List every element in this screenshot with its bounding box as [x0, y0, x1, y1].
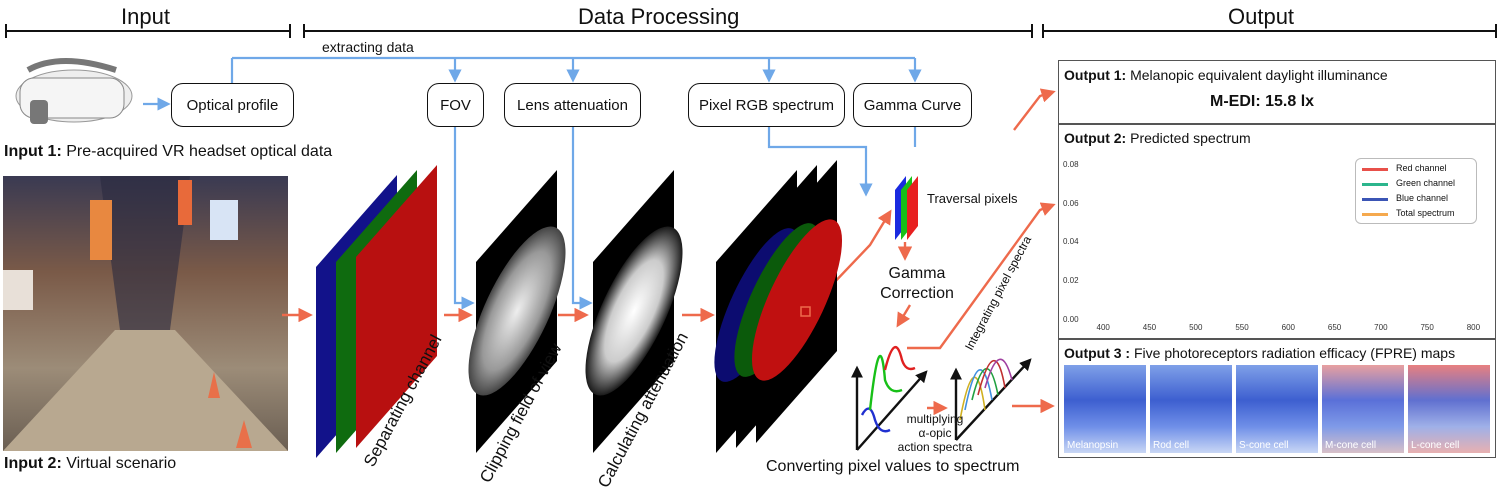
y-tick-label: 0.04 [1063, 237, 1079, 247]
input-1-tag: Input 1: [4, 143, 62, 160]
virtual-scene-image [3, 176, 288, 451]
fpre-map-label: Rod cell [1153, 440, 1190, 451]
multiplying-line-3: action spectra [897, 440, 973, 454]
y-tick-label: 0.00 [1063, 315, 1079, 324]
input-2-label: Input 2: Virtual scenario [4, 455, 176, 473]
legend-swatch [1362, 168, 1388, 171]
legend-swatch [1362, 183, 1388, 186]
multiplying-line-1: multiplying [906, 412, 964, 426]
legend-label: Red channel [1396, 163, 1447, 173]
output-2-title: Output 2: Predicted spectrum [1064, 130, 1251, 146]
m-edi-value: M-EDI: 15.8 lx [1210, 93, 1315, 110]
fpre-map-label: S-cone cell [1239, 440, 1289, 451]
x-tick-label: 400 [1096, 323, 1110, 332]
legend-label: Blue channel [1396, 193, 1449, 203]
clip-fov-stack [468, 170, 566, 453]
fpre-map-l-cone: L-cone cell [1407, 364, 1491, 454]
extracting-data-arrows [143, 56, 922, 310]
rgb-channel-stack [316, 165, 437, 458]
x-tick-label: 700 [1374, 323, 1388, 332]
fpre-map-label: L-cone cell [1411, 440, 1460, 451]
input-2-tag: Input 2: [4, 455, 62, 472]
fov-box: FOV [427, 83, 484, 127]
output-2-tag: Output 2: [1064, 130, 1127, 146]
input-2-text: Virtual scenario [66, 455, 177, 472]
header-rules [5, 24, 1497, 38]
gamma-curve-box: Gamma Curve [853, 83, 972, 127]
fpre-map-label: Melanopsin [1067, 440, 1119, 451]
input-1-text: Pre-acquired VR headset optical data [66, 143, 333, 160]
x-tick-label: 550 [1235, 323, 1249, 332]
gamma-correction-line-2: Correction [880, 285, 954, 302]
x-tick-label: 450 [1142, 323, 1157, 332]
output-1-tag: Output 1: [1064, 67, 1127, 83]
lens-attenuation-box: Lens attenuation [504, 83, 641, 127]
header-input: Input [121, 4, 170, 29]
legend-label: Total spectrum [1396, 208, 1455, 218]
input-1-label: Input 1: Pre-acquired VR headset optical… [4, 143, 332, 161]
pixel-cube [895, 176, 918, 240]
output-3-tag: Output 3 : [1064, 345, 1131, 361]
y-tick-label: 0.02 [1063, 276, 1079, 286]
legend-swatch [1362, 213, 1388, 216]
alpha-opic-plot [950, 358, 1032, 441]
optical-profile-box: Optical profile [171, 83, 294, 127]
output-2-panel [1058, 124, 1496, 339]
x-tick-label: 650 [1327, 323, 1342, 332]
gamma-correction-line-1: Gamma [888, 265, 946, 282]
y-tick-label: 0.08 [1063, 159, 1079, 169]
output-3-text: Five photoreceptors radiation efficacy (… [1134, 345, 1456, 361]
output-1-panel [1058, 60, 1496, 124]
header-output: Output [1228, 4, 1295, 29]
output-2-text: Predicted spectrum [1130, 130, 1251, 146]
fpre-map-m-cone: M-cone cell [1321, 364, 1405, 454]
traversal-pixels-label: Traversal pixels [927, 191, 1018, 206]
pixel-rgb-spectrum-box: Pixel RGB spectrum [688, 83, 845, 127]
legend-label: Green channel [1396, 178, 1456, 188]
pixel-spectrum-plot [851, 346, 928, 451]
x-tick-label: 800 [1466, 323, 1481, 332]
vr-headset-icon [15, 58, 133, 124]
fpre-map-melanopsin: Melanopsin [1063, 364, 1147, 454]
processing-arrows [282, 88, 1056, 416]
output-3-title: Output 3 : Five photoreceptors radiation… [1064, 345, 1455, 361]
output-1-text: Melanopic equivalent daylight illuminanc… [1130, 67, 1388, 83]
extracting-data-label: extracting data [322, 39, 414, 55]
fpre-map-rod: Rod cell [1149, 364, 1233, 454]
attenuated-rgb-stack [714, 160, 843, 453]
fpre-map-label: M-cone cell [1325, 440, 1377, 451]
multiplying-line-2: α-opic [918, 426, 952, 440]
y-tick-label: 0.06 [1063, 198, 1079, 208]
fpre-map-s-cone: S-cone cell [1235, 364, 1319, 454]
x-tick-label: 600 [1281, 323, 1295, 332]
output-1-title: Output 1: Melanopic equivalent daylight … [1064, 67, 1388, 83]
converting-label: Converting pixel values to spectrum [766, 458, 1020, 475]
legend-swatch [1362, 198, 1388, 201]
x-tick-label: 750 [1420, 323, 1434, 332]
header-data-processing: Data Processing [578, 4, 740, 29]
attenuation-stack [585, 170, 683, 453]
x-tick-label: 500 [1189, 323, 1203, 332]
